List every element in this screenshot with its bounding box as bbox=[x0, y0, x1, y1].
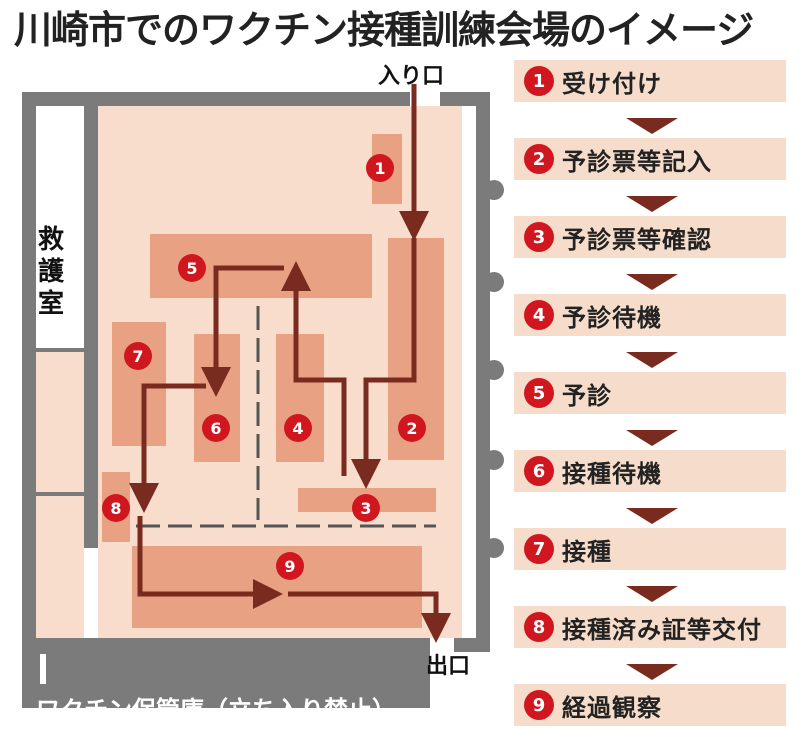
station-4 bbox=[276, 334, 324, 462]
first-aid-room bbox=[36, 106, 84, 350]
step-number: 6 bbox=[524, 456, 554, 486]
step-number: 1 bbox=[524, 66, 554, 96]
step-number: 7 bbox=[524, 534, 554, 564]
step-label: 接種 bbox=[562, 537, 612, 566]
marker-6: 6 bbox=[202, 414, 230, 442]
step-7: 7 接種 bbox=[514, 528, 786, 570]
arrow-5-to-6 bbox=[201, 265, 284, 397]
marker-5: 5 bbox=[178, 254, 206, 282]
step-arrow bbox=[626, 586, 678, 602]
marker-7: 7 bbox=[124, 342, 152, 370]
marker-3: 3 bbox=[352, 494, 380, 522]
step-6: 6 接種待機 bbox=[514, 450, 786, 492]
step-label: 予診 bbox=[562, 381, 612, 410]
first-aid-room-label: 救護室 bbox=[38, 225, 65, 319]
step-label: 接種済み証等交付 bbox=[562, 615, 762, 644]
step-arrow bbox=[626, 352, 678, 368]
marker-2: 2 bbox=[398, 414, 426, 442]
step-5: 5 予診 bbox=[514, 372, 786, 414]
arrow-9-to-exit bbox=[288, 591, 451, 643]
partitions bbox=[136, 306, 436, 528]
step-arrow bbox=[626, 430, 678, 446]
step-label: 接種待機 bbox=[562, 459, 662, 488]
diagram-title: 川崎市でのワクチン接種訓練会場のイメージ bbox=[14, 8, 754, 52]
step-8: 8 接種済み証等交付 bbox=[514, 606, 786, 648]
step-label: 予診待機 bbox=[562, 303, 662, 332]
wall-pillars bbox=[484, 180, 504, 558]
step-label: 受け付け bbox=[562, 69, 662, 98]
marker-1: 1 bbox=[366, 154, 394, 182]
step-arrow bbox=[626, 274, 678, 290]
arrow-2-to-3 bbox=[351, 238, 417, 489]
step-9: 9 経過観察 bbox=[514, 684, 786, 726]
step-4: 4 予診待機 bbox=[514, 294, 786, 336]
step-3: 3 予診票等確認 bbox=[514, 216, 786, 258]
step-number: 5 bbox=[524, 378, 554, 408]
arrow-8-to-9 bbox=[137, 516, 283, 609]
step-arrow bbox=[626, 664, 678, 680]
step-arrow bbox=[626, 196, 678, 212]
step-number: 9 bbox=[524, 690, 554, 720]
step-arrow bbox=[626, 508, 678, 524]
step-label: 予診票等確認 bbox=[562, 225, 712, 254]
marker-8: 8 bbox=[102, 494, 130, 522]
step-1: 1 受け付け bbox=[514, 60, 786, 102]
exit-label: 出口 bbox=[426, 654, 471, 679]
step-number: 4 bbox=[524, 300, 554, 330]
step-number: 3 bbox=[524, 222, 554, 252]
step-number: 2 bbox=[524, 144, 554, 174]
step-2: 2 予診票等記入 bbox=[514, 138, 786, 180]
storage-label: ワクチン保管庫（立ち入り禁止） bbox=[36, 696, 396, 724]
flow-arrows bbox=[129, 84, 451, 643]
marker-9: 9 bbox=[276, 552, 304, 580]
entrance-label: 入り口 bbox=[378, 64, 445, 89]
step-label: 予診票等記入 bbox=[562, 147, 712, 176]
step-arrow bbox=[626, 118, 678, 134]
arrow-6-to-8 bbox=[129, 383, 206, 513]
arrow-3-to-5 bbox=[281, 261, 347, 476]
marker-4: 4 bbox=[284, 414, 312, 442]
building-walls bbox=[22, 92, 490, 708]
step-number: 8 bbox=[524, 612, 554, 642]
step-label: 経過観察 bbox=[562, 693, 662, 722]
